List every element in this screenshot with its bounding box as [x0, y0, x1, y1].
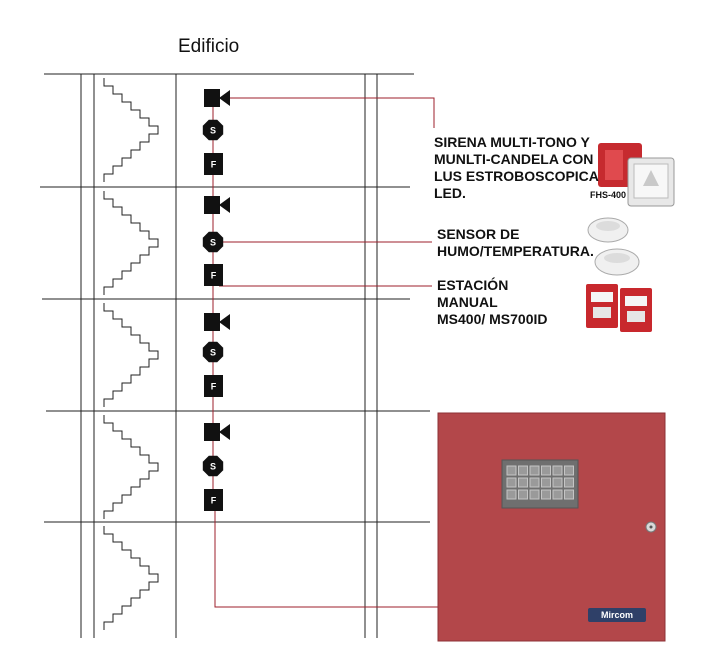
floor-devices: SF: [202, 423, 230, 511]
panel-key: [518, 465, 528, 476]
panel-key: [529, 477, 540, 488]
manual-station-letter: F: [211, 496, 217, 506]
manual-callout-line: MANUAL: [437, 294, 498, 310]
horn-strobe-icon: [204, 313, 220, 331]
siren-callout: SIRENA MULTI-TONO Y MUNLTI-CANDELA CON L…: [434, 134, 599, 202]
manual-station-icon: [204, 489, 223, 511]
floor-lines: [40, 73, 430, 523]
siren-callout-line: SIRENA MULTI-TONO Y: [434, 134, 590, 150]
panel-key: [506, 489, 517, 500]
smoke-detector-icon: [202, 231, 224, 253]
panel-key: [552, 477, 563, 488]
floor-devices: SF: [202, 89, 230, 175]
horn-icon: [219, 197, 230, 213]
manual-callout: ESTACIÓN MANUAL MS400/ MS700ID: [437, 277, 548, 328]
horn-strobe-icon: [204, 423, 220, 441]
stair-flight: [103, 415, 159, 519]
panel-key: [541, 465, 551, 476]
smoke-detector-letter: S: [210, 462, 216, 472]
wiring: [212, 97, 438, 608]
floor-devices: SF: [202, 313, 230, 397]
wire-panel: [214, 500, 438, 608]
diagram-title: Edificio: [178, 36, 240, 57]
panel-key: [541, 489, 551, 500]
panel-key: [564, 489, 574, 500]
panel-key: [506, 465, 517, 476]
smoke-detector-letter: S: [210, 238, 216, 248]
siren-callout-line: MUNLTI-CANDELA CON: [434, 151, 594, 167]
smoke-callout-line: SENSOR DE: [437, 226, 520, 242]
stair-flight: [103, 191, 159, 295]
panel-key: [518, 489, 528, 500]
fire-alarm-panel: [437, 412, 666, 642]
stair-flight: [103, 78, 159, 182]
siren-callout-line: LUS ESTROBOSCOPICA: [434, 168, 599, 184]
panel-key: [518, 477, 528, 488]
smoke-callout: SENSOR DE HUMO/TEMPERATURA.: [437, 226, 594, 260]
horn-icon: [219, 314, 230, 330]
horn-strobe-icon: [204, 89, 220, 107]
manual-callout-line: MS400/ MS700ID: [437, 311, 548, 327]
manual-station-icon: [204, 264, 223, 286]
smoke-callout-line: HUMO/TEMPERATURA.: [437, 243, 594, 259]
panel-key: [564, 477, 574, 488]
manual-callout-line: ESTACIÓN: [437, 277, 509, 293]
manual-station-icon: [204, 153, 223, 175]
panel-key: [564, 465, 574, 476]
walls: [80, 74, 378, 638]
siren-callout-line: LED.: [434, 185, 466, 201]
panel-key: [529, 465, 540, 476]
smoke-detector-icon: [202, 341, 224, 363]
panel-key: [506, 477, 517, 488]
smoke-detector-letter: S: [210, 348, 216, 358]
horn-strobe-icon: [204, 196, 220, 214]
panel-key: [552, 489, 563, 500]
siren-model-label: FHS-400: [590, 190, 627, 200]
manual-station-letter: F: [211, 382, 217, 392]
manual-station-image: [586, 284, 652, 332]
smoke-detector-icon: [202, 455, 224, 477]
panel-brand-label: Mircom: [600, 610, 633, 620]
horn-icon: [219, 424, 230, 440]
panel-brand-badge: Mircom: [588, 608, 646, 622]
stairs: [103, 78, 159, 630]
floor-devices: SF: [202, 196, 230, 286]
smoke-detector-icon: [202, 119, 224, 141]
smoke-detector-image: [587, 217, 640, 276]
panel-key: [552, 465, 563, 476]
wire-siren: [228, 97, 435, 128]
stair-flight: [103, 526, 159, 630]
manual-station-letter: F: [211, 160, 217, 170]
manual-station-letter: F: [211, 271, 217, 281]
panel-body: [437, 412, 666, 642]
stair-flight: [103, 303, 159, 407]
panel-keys: [506, 465, 574, 500]
panel-key: [529, 489, 540, 500]
horn-icon: [219, 90, 230, 106]
siren-strobe-image: [598, 143, 675, 207]
panel-key: [541, 477, 551, 488]
manual-station-icon: [204, 375, 223, 397]
smoke-detector-letter: S: [210, 126, 216, 136]
